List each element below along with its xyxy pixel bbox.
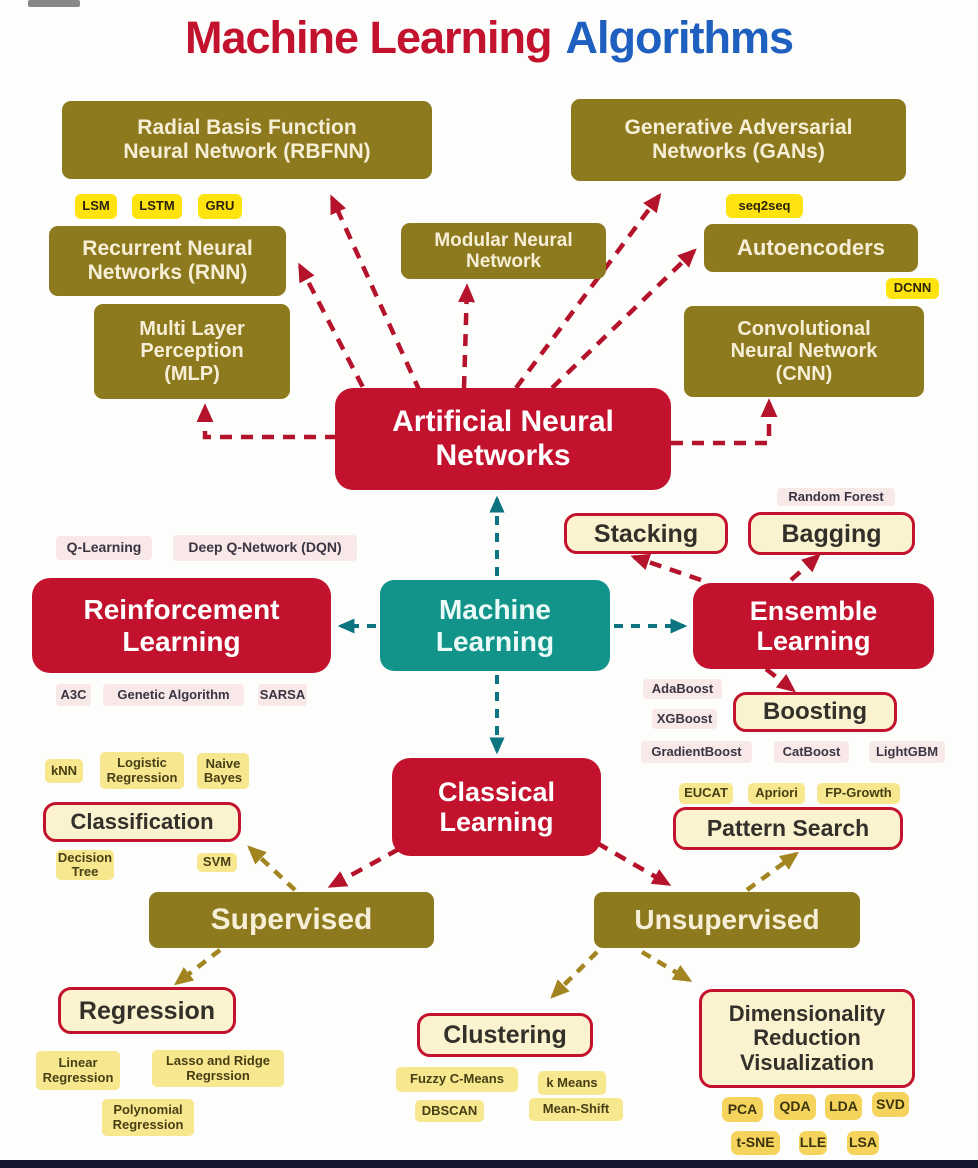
tag-deep-q-network: Deep Q-Network (DQN) [173, 535, 357, 561]
tag-xgboost: XGBoost [652, 709, 717, 729]
tag-lsa: LSA [847, 1131, 879, 1155]
node-dimensionality-reduction: Dimensionality Reduction Visualization [699, 989, 915, 1088]
tag-polynomial-regression: Polynomial Regression [102, 1099, 194, 1136]
node-bagging: Bagging [748, 512, 915, 555]
tag-seq2seq: seq2seq [726, 194, 803, 218]
node-rnn: Recurrent Neural Networks (RNN) [49, 226, 286, 296]
node-machine-learning: Machine Learning [380, 580, 610, 671]
tag-lasso-ridge-regression: Lasso and Ridge Regrssion [152, 1050, 284, 1087]
tag-lda: LDA [825, 1094, 862, 1120]
tag-fp-growth: FP-Growth [817, 783, 900, 804]
node-boosting: Boosting [733, 692, 897, 732]
tag-dbscan: DBSCAN [415, 1100, 484, 1122]
tag-linear-regression: Linear Regression [36, 1051, 120, 1090]
title-machine-learning: Machine Learning [184, 12, 553, 63]
arrow-cl-to-unsupervised [595, 841, 672, 886]
tag-naive-bayes: Naive Bayes [197, 753, 249, 789]
arrow-unsupervised-to-clustering [550, 950, 599, 999]
tag-svd: SVD [872, 1092, 909, 1117]
arrow-cl-to-supervised [327, 847, 401, 888]
node-classification: Classification [43, 802, 241, 842]
tag-random-forest: Random Forest [777, 488, 895, 506]
tag-catboost: CatBoost [774, 741, 849, 763]
arrow-ann-to-modular [458, 283, 476, 389]
tag-knn: kNN [45, 759, 83, 783]
node-classical-learning: Classical Learning [392, 758, 601, 856]
arrow-el-to-stacking [630, 553, 702, 583]
tag-gru: GRU [198, 194, 242, 219]
tag-pca: PCA [722, 1097, 763, 1122]
tag-logistic-regression: Logistic Regression [100, 752, 184, 789]
arrow-el-to-boosting [764, 667, 796, 693]
tag-k-means: k Means [538, 1071, 606, 1095]
tag-mean-shift: Mean-Shift [529, 1098, 623, 1121]
tag-lightgbm: LightGBM [869, 741, 945, 763]
tag-q-learning: Q-Learning [56, 536, 152, 560]
arrow-supervised-to-regression [174, 948, 222, 986]
node-regression: Regression [58, 987, 236, 1034]
arrow-ann-to-mlp [196, 403, 337, 440]
node-ensemble-learning: Ensemble Learning [693, 583, 934, 669]
tag-lstm: LSTM [132, 194, 182, 219]
node-clustering: Clustering [417, 1013, 593, 1057]
tag-svm: SVM [197, 853, 237, 872]
tag-qda: QDA [774, 1094, 816, 1120]
arrow-unsupervised-to-dimred [640, 950, 693, 982]
arrow-ann-to-gan [514, 192, 662, 390]
tag-gradientboost: GradientBoost [641, 741, 752, 763]
arrow-supervised-to-classification [247, 845, 297, 892]
tag-fuzzy-c-means: Fuzzy C-Means [396, 1067, 518, 1092]
node-cnn: Convolutional Neural Network (CNN) [684, 306, 924, 397]
tag-tsne: t-SNE [731, 1131, 780, 1155]
node-rbfnn: Radial Basis Function Neural Network (RB… [62, 101, 432, 179]
tag-decision-tree: Decision Tree [56, 849, 114, 880]
title-algorithms: Algorithms [565, 12, 795, 63]
node-autoencoders: Autoencoders [704, 224, 918, 272]
tag-a3c: A3C [56, 684, 91, 706]
arrow-ann-to-rbfnn [329, 194, 423, 393]
node-gan: Generative Adversarial Networks (GANs) [571, 99, 906, 181]
arrow-unsupervised-to-pattern-search [745, 851, 800, 892]
node-modular-neural-network: Modular Neural Network [401, 223, 606, 279]
arrow-el-to-bagging [789, 553, 821, 582]
tag-sarsa: SARSA [258, 684, 307, 706]
tag-lsm: LSM [75, 194, 117, 219]
tag-lle: LLE [799, 1131, 827, 1155]
tag-dcnn: DCNN [886, 278, 939, 299]
corner-artifact [28, 0, 80, 7]
node-artificial-neural-networks: Artificial Neural Networks [335, 388, 671, 490]
tag-adaboost: AdaBoost [643, 679, 722, 699]
node-supervised: Supervised [149, 892, 434, 948]
node-mlp: Multi Layer Perception (MLP) [94, 304, 290, 399]
tag-genetic-algorithm: Genetic Algorithm [103, 684, 244, 706]
arrow-ann-to-autoencoders [550, 248, 697, 390]
page-title: Machine Learning Algorithms [0, 6, 978, 70]
bottom-bar [0, 1160, 978, 1168]
tag-eucat: EUCAT [679, 783, 733, 804]
tag-apriori: Apriori [748, 783, 805, 804]
node-unsupervised: Unsupervised [594, 892, 860, 948]
node-reinforcement-learning: Reinforcement Learning [32, 578, 331, 673]
node-stacking: Stacking [564, 513, 728, 554]
arrow-ann-to-cnn [671, 398, 778, 446]
node-pattern-search: Pattern Search [673, 807, 903, 850]
